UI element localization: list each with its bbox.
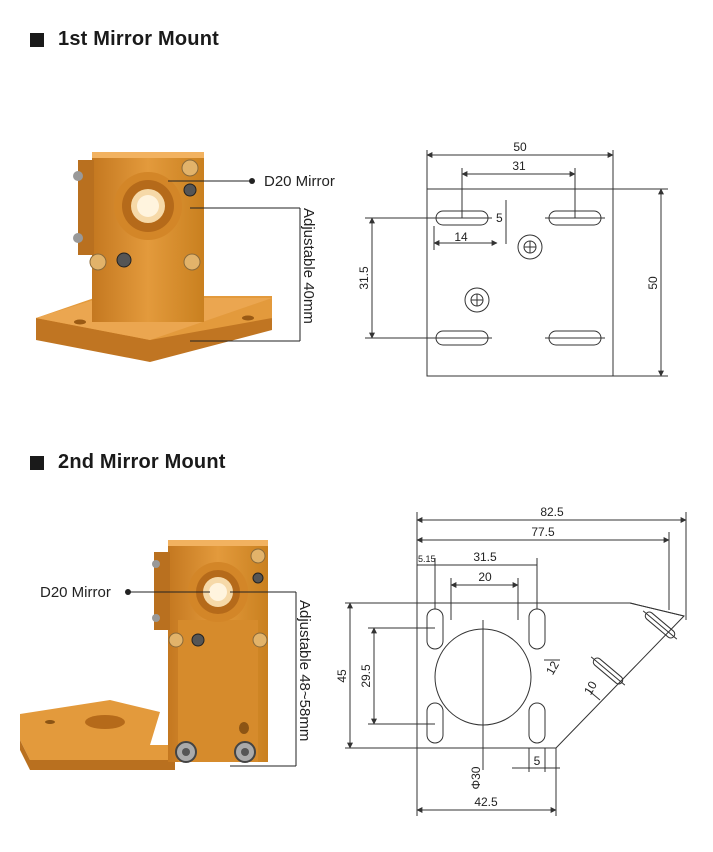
adjust-label-2: Adjustable 48~58mm: [296, 600, 313, 741]
dim-inner: 77.5: [531, 525, 555, 539]
mirror-label-1: D20 Mirror: [264, 173, 335, 190]
dim-center-span: 20: [478, 570, 492, 584]
dim-height: 45: [335, 669, 349, 683]
dim-bottom-width: 42.5: [474, 795, 498, 809]
dim-right-height: 50: [646, 276, 660, 290]
section-title-text: 2nd Mirror Mount: [58, 451, 226, 473]
adjust-label-1: Adjustable 40mm: [300, 208, 317, 324]
dim-slot-offset: 14: [454, 230, 468, 244]
dim-hole-span: 31: [512, 159, 526, 173]
technical-drawing-1: [365, 150, 668, 377]
dim-diag-b: 10: [581, 678, 600, 697]
section-title-text: 1st Mirror Mount: [58, 28, 219, 50]
section-title-1: 1st Mirror Mount: [30, 28, 219, 51]
dim-slot-height: 5: [496, 211, 503, 225]
mirror-mount-2-photo: [20, 540, 268, 770]
technical-drawing-2: [345, 512, 687, 816]
title-bullet-icon: [30, 32, 44, 47]
dim-inner-height: 29.5: [359, 664, 373, 688]
dim-diag-a: 12: [543, 658, 562, 677]
section-title-2: 2nd Mirror Mount: [30, 451, 226, 474]
dim-left-height: 31.5: [357, 266, 371, 290]
dim-slot-span: 31.5: [473, 550, 497, 564]
title-bullet-icon: [30, 455, 44, 470]
dim-bottom-gap: 5: [534, 754, 541, 768]
mirror-mount-1-photo: [36, 152, 272, 362]
dim-edge: 5.15: [418, 554, 436, 564]
dim-overall: 82.5: [540, 505, 564, 519]
mirror-label-2: D20 Mirror: [40, 584, 111, 601]
dim-width-top: 50: [513, 140, 527, 154]
dim-diameter: Φ30: [469, 766, 483, 789]
